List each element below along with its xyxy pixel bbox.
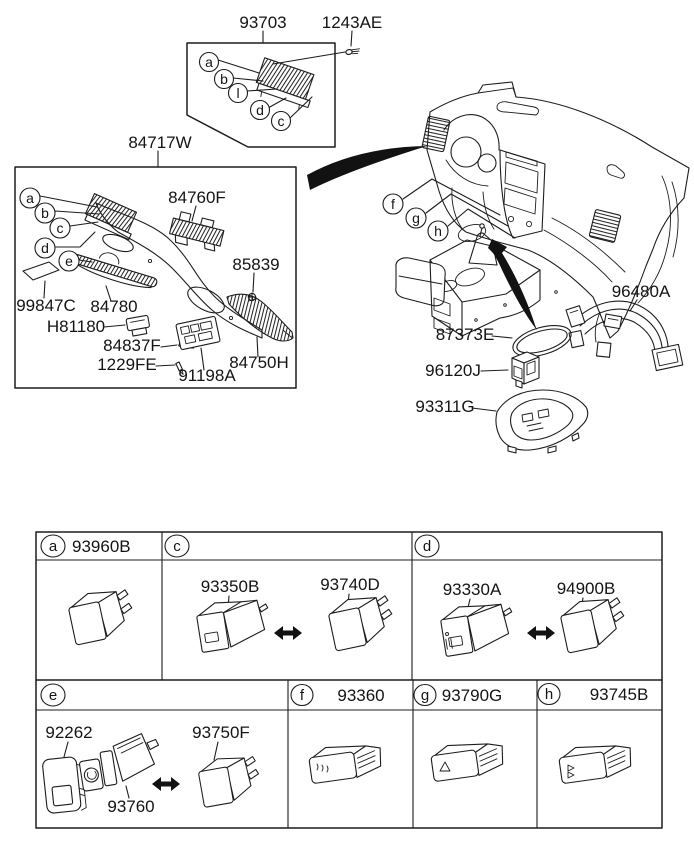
cell-d-left-part: 93330A xyxy=(443,580,502,599)
garnish-84750H-sketch xyxy=(226,293,294,342)
bracket-84760F-sketch xyxy=(169,211,225,252)
parts-table: a 93960B c 93350B 93740D d 93330A 94900B… xyxy=(35,531,663,829)
callout-left-e: e xyxy=(65,253,73,269)
screw-1229FE-sketch xyxy=(175,361,184,375)
cell-f-letter: f xyxy=(300,687,305,704)
callout-left-a: a xyxy=(26,190,34,206)
callout-top-a: a xyxy=(205,54,213,70)
switch-93360-sketch xyxy=(307,739,385,785)
switch-94900B-sketch xyxy=(557,592,630,654)
flow-arrow-to-console xyxy=(488,239,537,330)
switch-93740D-sketch xyxy=(325,590,398,652)
part-label-93311G: 93311G xyxy=(415,397,474,416)
bracket-H81180-sketch xyxy=(125,314,150,337)
cell-d-letter: d xyxy=(423,538,431,555)
switch-93750F-sketch xyxy=(196,751,264,808)
left-assembly-callouts: a b c d e xyxy=(19,187,100,272)
switch-bezel-sketch xyxy=(84,193,138,241)
callout-left-d: d xyxy=(41,240,49,256)
left-assembly-box: 84717W 84760F 85839 99847C 8 xyxy=(14,133,297,389)
cell-g-letter: g xyxy=(421,687,429,704)
callout-top-l: l xyxy=(236,85,239,101)
bezel-92262-sketch xyxy=(42,756,87,814)
part-label-93703: 93703 xyxy=(239,13,286,32)
left-vent-sketch xyxy=(421,115,451,153)
part-label-84837F: 84837F xyxy=(103,336,161,355)
part-label-1229FE: 1229FE xyxy=(97,355,157,374)
switch-96120J-sketch xyxy=(511,351,540,389)
part-label-84780: 84780 xyxy=(90,297,137,316)
cell-g-part: 93790G xyxy=(442,686,503,705)
switch-93960B-sketch xyxy=(65,584,138,646)
callout-left-c: c xyxy=(57,220,64,236)
swap-arrow-d xyxy=(527,626,555,640)
table-cell-a: a 93960B xyxy=(40,534,138,646)
switch-93760-sketch xyxy=(79,733,160,792)
callout-top-d: d xyxy=(256,102,264,118)
table-cell-c: c 93350B 93740D xyxy=(164,534,398,654)
right-vent-sketch xyxy=(588,209,622,243)
cell-c-left-part: 93350B xyxy=(201,577,260,596)
trim-84780-sketch xyxy=(71,252,158,289)
main-panel-84717W-sketch xyxy=(95,202,263,339)
instrument-cluster-sketch xyxy=(443,114,500,187)
cell-d-right-part: 94900B xyxy=(557,579,616,598)
part-label-1243AE: 1243AE xyxy=(322,13,383,32)
harness-96480A-sketch xyxy=(565,300,684,372)
swap-arrow-e xyxy=(152,777,180,791)
part-label-96480A: 96480A xyxy=(612,282,671,301)
callout-dash-f: f xyxy=(391,196,395,212)
part-label-99847C: 99847C xyxy=(16,296,76,315)
console-bezel-93311G-sketch xyxy=(495,389,589,454)
cell-e-alt-part: 93750F xyxy=(192,723,250,742)
pad-91198A-sketch xyxy=(175,315,221,351)
callout-left-b: b xyxy=(41,205,49,221)
top-assembly-box: 93703 1243AE a b l d c xyxy=(186,13,383,148)
dashboard-illustration: f g h 96480A 87373E 96120J xyxy=(307,81,690,454)
cell-e-bezel-part: 92262 xyxy=(45,723,92,742)
swap-arrow-c xyxy=(274,626,302,640)
sticker-99847C-sketch xyxy=(22,261,60,281)
cell-c-right-part: 93740D xyxy=(320,575,380,594)
screw-1243AE-sketch xyxy=(345,48,361,56)
switch-93330A-sketch xyxy=(438,598,518,658)
part-label-85839: 85839 xyxy=(232,255,279,274)
part-label-96120J: 96120J xyxy=(425,361,481,380)
part-label-H81180: H81180 xyxy=(47,317,105,336)
table-cell-g: g 93790G xyxy=(413,683,507,783)
cell-a-letter: a xyxy=(49,538,58,555)
table-cell-d: d 93330A 94900B xyxy=(414,534,630,658)
table-cell-h: h 93745B xyxy=(537,682,649,785)
dashboard-callouts: f g h xyxy=(382,178,516,242)
table-cell-e: e 92262 93760 93750F xyxy=(40,683,264,816)
part-label-87373E: 87373E xyxy=(436,325,495,344)
seal-ring-87373E-sketch xyxy=(512,325,572,357)
callout-dash-h: h xyxy=(434,223,442,239)
callout-dash-g: g xyxy=(412,210,420,226)
flow-arrow-to-dashboard xyxy=(307,146,427,190)
part-label-84750H: 84750H xyxy=(229,353,289,372)
cell-h-part: 93745B xyxy=(590,685,649,704)
top-assembly-callouts: a b l d c xyxy=(198,51,313,132)
part-label-91198A: 91198A xyxy=(178,366,236,385)
center-stack-sketch xyxy=(499,149,546,239)
callout-top-b: b xyxy=(220,71,228,87)
cell-f-part: 93360 xyxy=(337,686,384,705)
cell-c-letter: c xyxy=(173,538,181,555)
switch-93790G-sketch xyxy=(429,737,507,783)
part-label-84760F: 84760F xyxy=(168,188,226,207)
switch-93350B-sketch xyxy=(194,594,274,654)
callout-top-c: c xyxy=(278,113,285,129)
cell-h-letter: h xyxy=(545,686,553,703)
cell-a-part: 93960B xyxy=(72,537,131,556)
cell-e-main-part: 93760 xyxy=(107,797,154,816)
center-console-sketch xyxy=(395,223,558,337)
part-label-84717W: 84717W xyxy=(128,133,191,152)
table-cell-f: f 93360 xyxy=(290,683,385,785)
cell-e-letter: e xyxy=(49,687,57,704)
